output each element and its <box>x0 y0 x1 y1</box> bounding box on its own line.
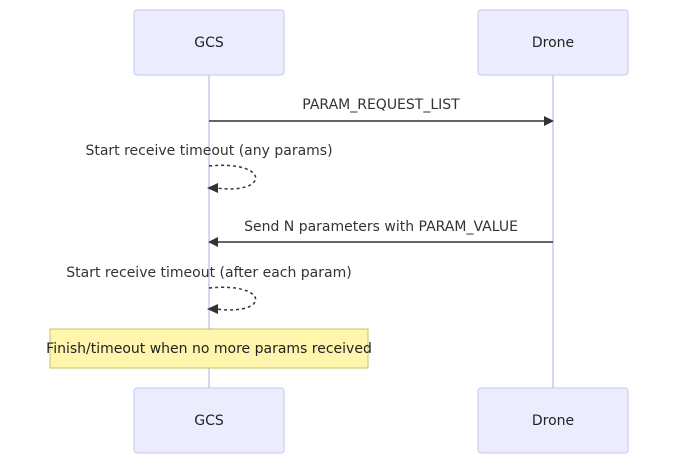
actor-drone-top-label: Drone <box>532 35 574 51</box>
actor-gcs-top: GCS <box>133 9 285 76</box>
actor-gcs-top-label: GCS <box>194 35 224 51</box>
self-message-after-each-param-label: Start receive timeout (after each param) <box>66 265 351 281</box>
note-finish-timeout: Finish/timeout when no more params recei… <box>46 328 372 369</box>
actor-drone-top: Drone <box>477 9 629 76</box>
note-text: Finish/timeout when no more params recei… <box>46 341 372 357</box>
arrowhead-icon <box>544 116 554 126</box>
self-message-after-each-param-loop <box>208 286 257 311</box>
message-send-param-value-label: Send N parameters with PARAM_VALUE <box>244 219 518 235</box>
arrowhead-icon <box>207 304 218 314</box>
actor-gcs-bottom: GCS <box>133 387 285 454</box>
self-message-any-params-loop <box>208 164 257 190</box>
actor-drone-bottom: Drone <box>477 387 629 454</box>
self-message-any-params: Start receive timeout (any params) <box>85 143 333 193</box>
message-param-request-list: PARAM_REQUEST_LIST <box>209 97 554 126</box>
note-box <box>49 328 369 369</box>
actor-drone-bottom-label: Drone <box>532 413 574 429</box>
message-send-param-value: Send N parameters with PARAM_VALUE <box>208 219 553 247</box>
actor-gcs-bottom-box <box>133 387 285 454</box>
actor-drone-top-box <box>477 9 629 76</box>
message-param-request-list-label: PARAM_REQUEST_LIST <box>302 97 460 113</box>
arrowhead-icon <box>208 237 218 247</box>
arrowhead-icon <box>207 183 218 193</box>
actor-gcs-bottom-label: GCS <box>194 413 224 429</box>
actor-gcs-top-box <box>133 9 285 76</box>
actor-drone-bottom-box <box>477 387 629 454</box>
self-message-any-params-label: Start receive timeout (any params) <box>85 143 332 159</box>
self-message-after-each-param: Start receive timeout (after each param) <box>66 265 352 314</box>
